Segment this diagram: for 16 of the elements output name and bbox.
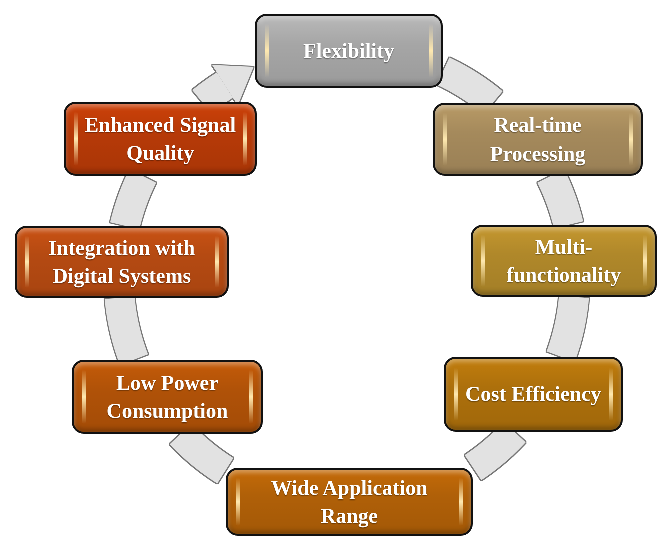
rounded-box xyxy=(72,360,263,434)
box-label: Low Power Consumption xyxy=(106,370,230,425)
rounded-box xyxy=(471,225,657,297)
box-label: Integration with Digital Systems xyxy=(48,234,196,290)
rounded-box xyxy=(15,226,229,298)
box-label: Multi-functionality xyxy=(506,234,622,289)
rounded-box xyxy=(444,357,623,432)
box-label: Enhanced Signal Quality xyxy=(84,112,238,167)
rounded-box xyxy=(433,103,643,176)
box-label: Flexibility xyxy=(302,38,396,65)
rounded-box xyxy=(255,14,443,88)
box-label: Cost Efficiency xyxy=(464,381,602,408)
rounded-box xyxy=(64,102,257,176)
rounded-box xyxy=(226,468,473,536)
box-label: Real-time Processing xyxy=(489,112,587,168)
box-label: Wide Application Range xyxy=(270,474,429,530)
